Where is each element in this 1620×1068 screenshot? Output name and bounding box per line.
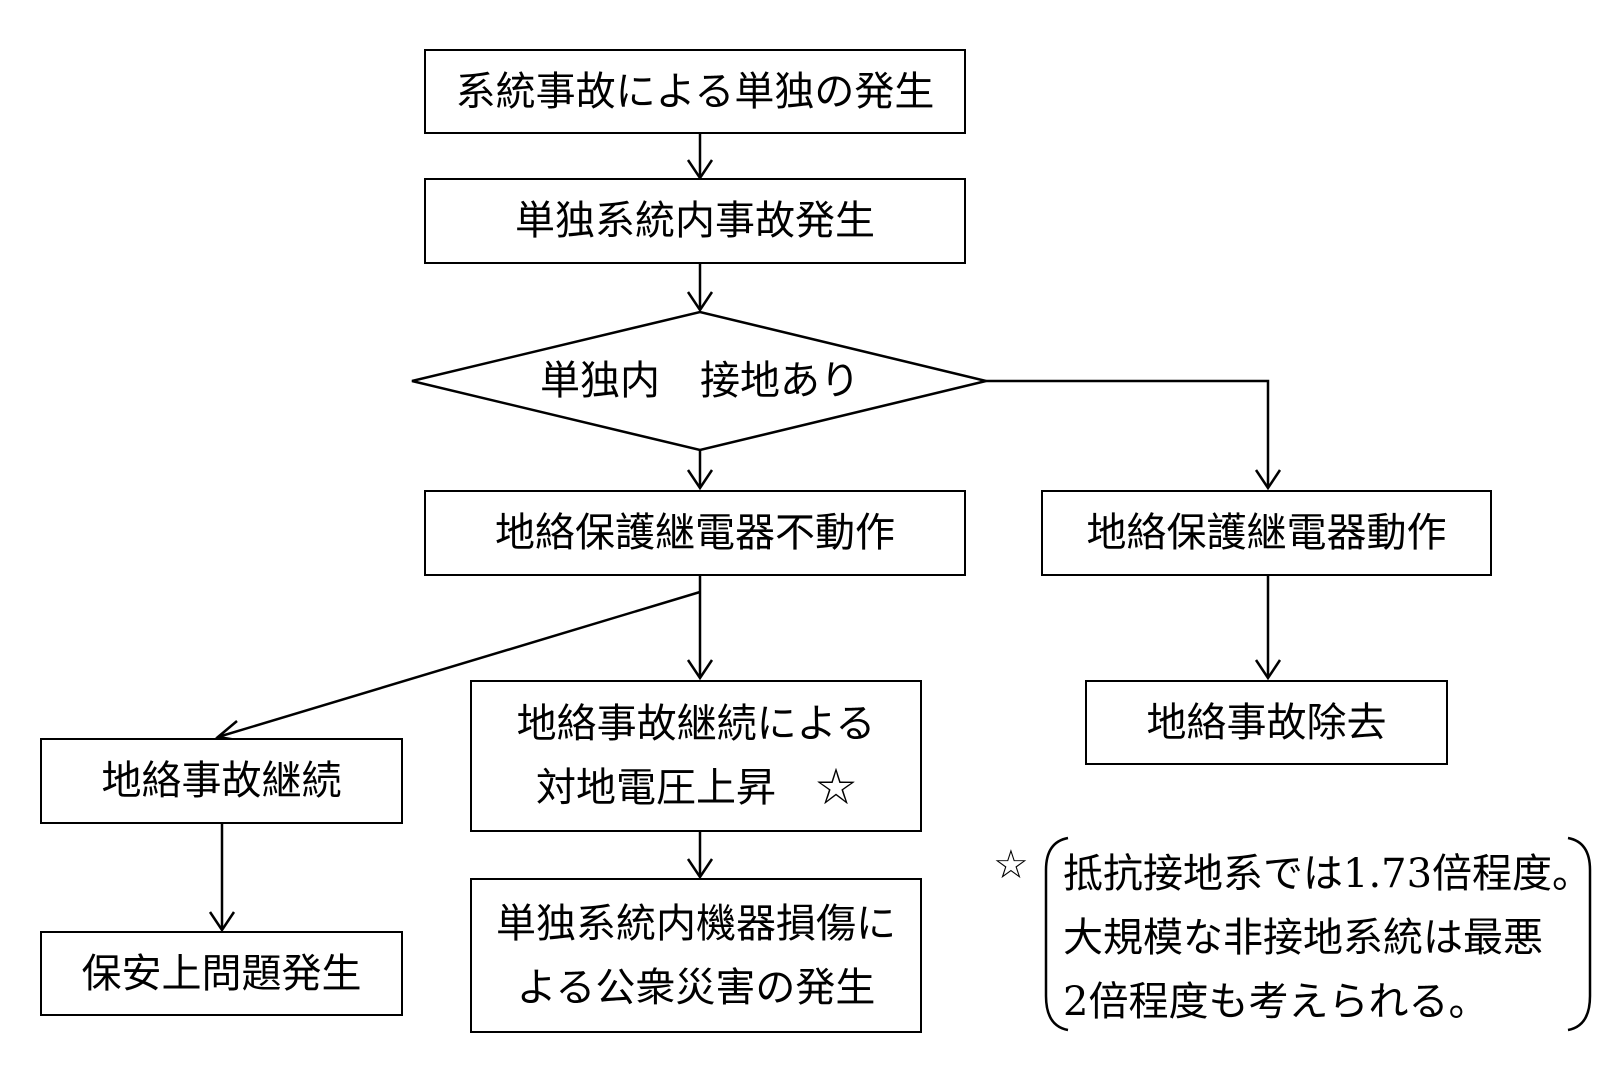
node-public-hazard-line-2: よる公衆災害の発生 xyxy=(516,964,876,1011)
node-relay-not-operating: 地絡保護継電器不動作 xyxy=(424,490,966,576)
decision-ground-fault-in-island: 単独内 接地あり xyxy=(540,358,860,404)
arrowhead xyxy=(1254,469,1282,491)
connector-n3-n6 xyxy=(217,590,701,739)
node-voltage-rise-line-2: 対地電圧上昇 ☆ xyxy=(536,765,856,811)
footnote-line-2: 大規模な非接地系統は最悪 xyxy=(1063,915,1543,961)
footnote: 抵抗接地系では1.73倍程度。 大規模な非接地系統は最悪 2倍程度も考えられる。 xyxy=(1063,842,1592,1034)
node-public-hazard: 単独系統内機器損傷に よる公衆災害の発生 xyxy=(470,878,922,1033)
node-voltage-rise-line-1: 地絡事故継続による xyxy=(516,701,876,747)
arrowhead xyxy=(208,911,236,933)
node-voltage-rise: 地絡事故継続による 対地電圧上昇 ☆ xyxy=(470,680,922,832)
connector-decision-n4 xyxy=(986,379,1270,488)
node-system-fault-islanding: 系統事故による単独の発生 xyxy=(424,49,966,134)
node-relay-operating: 地絡保護継電器動作 xyxy=(1041,490,1492,576)
node-ground-fault-cleared: 地絡事故除去 xyxy=(1085,680,1448,765)
arrowhead xyxy=(1254,659,1282,681)
footnote-line-1: 抵抗接地系では1.73倍程度。 xyxy=(1063,851,1593,897)
arrowhead xyxy=(686,469,714,491)
node-safety-problem: 保安上問題発生 xyxy=(40,931,403,1016)
arrowhead xyxy=(686,858,714,880)
node-public-hazard-line-1: 単独系統内機器損傷に xyxy=(496,900,896,947)
footnote-line-3: 2倍程度も考えられる。 xyxy=(1063,979,1489,1025)
arrowhead xyxy=(686,291,714,313)
note-star-marker: ☆ xyxy=(993,842,1029,888)
arrowhead xyxy=(686,659,714,681)
node-fault-in-island-system: 単独系統内事故発生 xyxy=(424,178,966,264)
note-left-paren xyxy=(1044,836,1069,1032)
note-right-paren xyxy=(1567,836,1592,1032)
node-ground-fault-continues: 地絡事故継続 xyxy=(40,738,403,824)
